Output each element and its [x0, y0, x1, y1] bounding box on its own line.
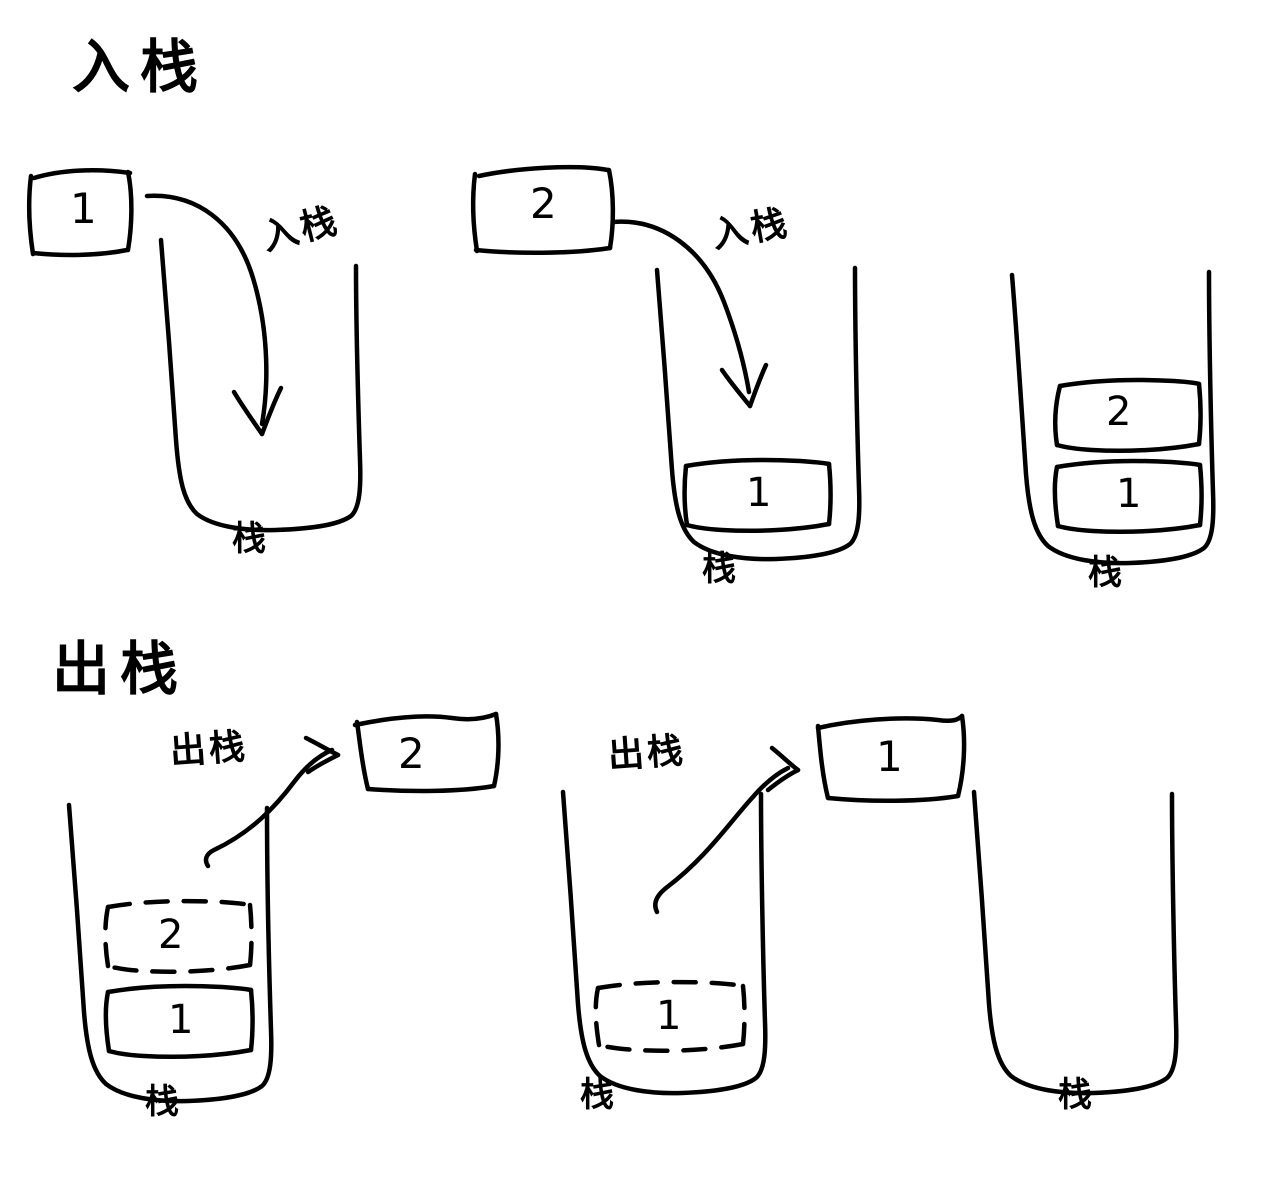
push-step-2-stack-container — [654, 265, 862, 562]
pop-step-1-outgoing-box — [352, 711, 501, 794]
pop-step-1-stack-container — [66, 802, 274, 1104]
push-step-2-cell-1-value: 1 — [746, 470, 772, 516]
pop-step-1-cell-2-value: 2 — [158, 912, 184, 958]
push-step-3-stack-container — [1009, 269, 1216, 566]
pop-step-3-caption: 栈 — [1058, 1075, 1092, 1115]
pop-step-2-arrow — [653, 745, 801, 915]
push-step-3-caption: 栈 — [1088, 553, 1122, 593]
push-step-3-cell-1 — [1052, 458, 1204, 534]
push-step-2-incoming-box — [471, 164, 616, 256]
push-step-2-box-value: 2 — [530, 179, 557, 228]
pop-step-2-outgoing-box — [815, 713, 967, 804]
section-title-pop: 出栈 — [52, 635, 189, 703]
push-step-2-cell-1 — [682, 457, 833, 533]
pop-step-2-cell-1-value: 1 — [656, 993, 682, 1039]
push-step-2-caption: 栈 — [702, 549, 736, 589]
pop-step-1-cell-1-value: 1 — [168, 997, 194, 1043]
pop-step-2-cell-1-dashed — [593, 979, 747, 1053]
push-step-1-stack-container — [158, 237, 363, 533]
push-step-3-cell-2 — [1053, 377, 1203, 453]
pop-step-1-box-value: 2 — [398, 729, 425, 778]
pop-step-2-arrow-label: 出栈 — [606, 730, 688, 777]
pop-step-2-box-value: 1 — [876, 732, 903, 781]
push-step-1-caption: 栈 — [232, 519, 266, 559]
pop-step-1-cell-1 — [103, 983, 255, 1059]
pop-step-2-stack-container — [560, 789, 768, 1096]
pop-step-1-cell-2-dashed — [103, 898, 254, 974]
push-step-1-incoming-box — [27, 168, 134, 258]
pop-step-1-caption: 栈 — [145, 1082, 179, 1122]
section-title-push: 入栈 — [72, 33, 209, 101]
pop-step-1-arrow-label: 出栈 — [168, 726, 250, 773]
push-step-3-cell-1-value: 1 — [1116, 471, 1142, 517]
push-step-2-arrow — [610, 219, 769, 409]
push-step-1-box-value: 1 — [70, 184, 97, 233]
pop-step-2-caption: 栈 — [580, 1075, 614, 1115]
pop-step-3-stack-container — [971, 789, 1179, 1096]
pop-step-1-arrow — [203, 735, 341, 869]
push-step-3-cell-2-value: 2 — [1106, 389, 1132, 435]
push-step-1-arrow — [144, 193, 284, 437]
